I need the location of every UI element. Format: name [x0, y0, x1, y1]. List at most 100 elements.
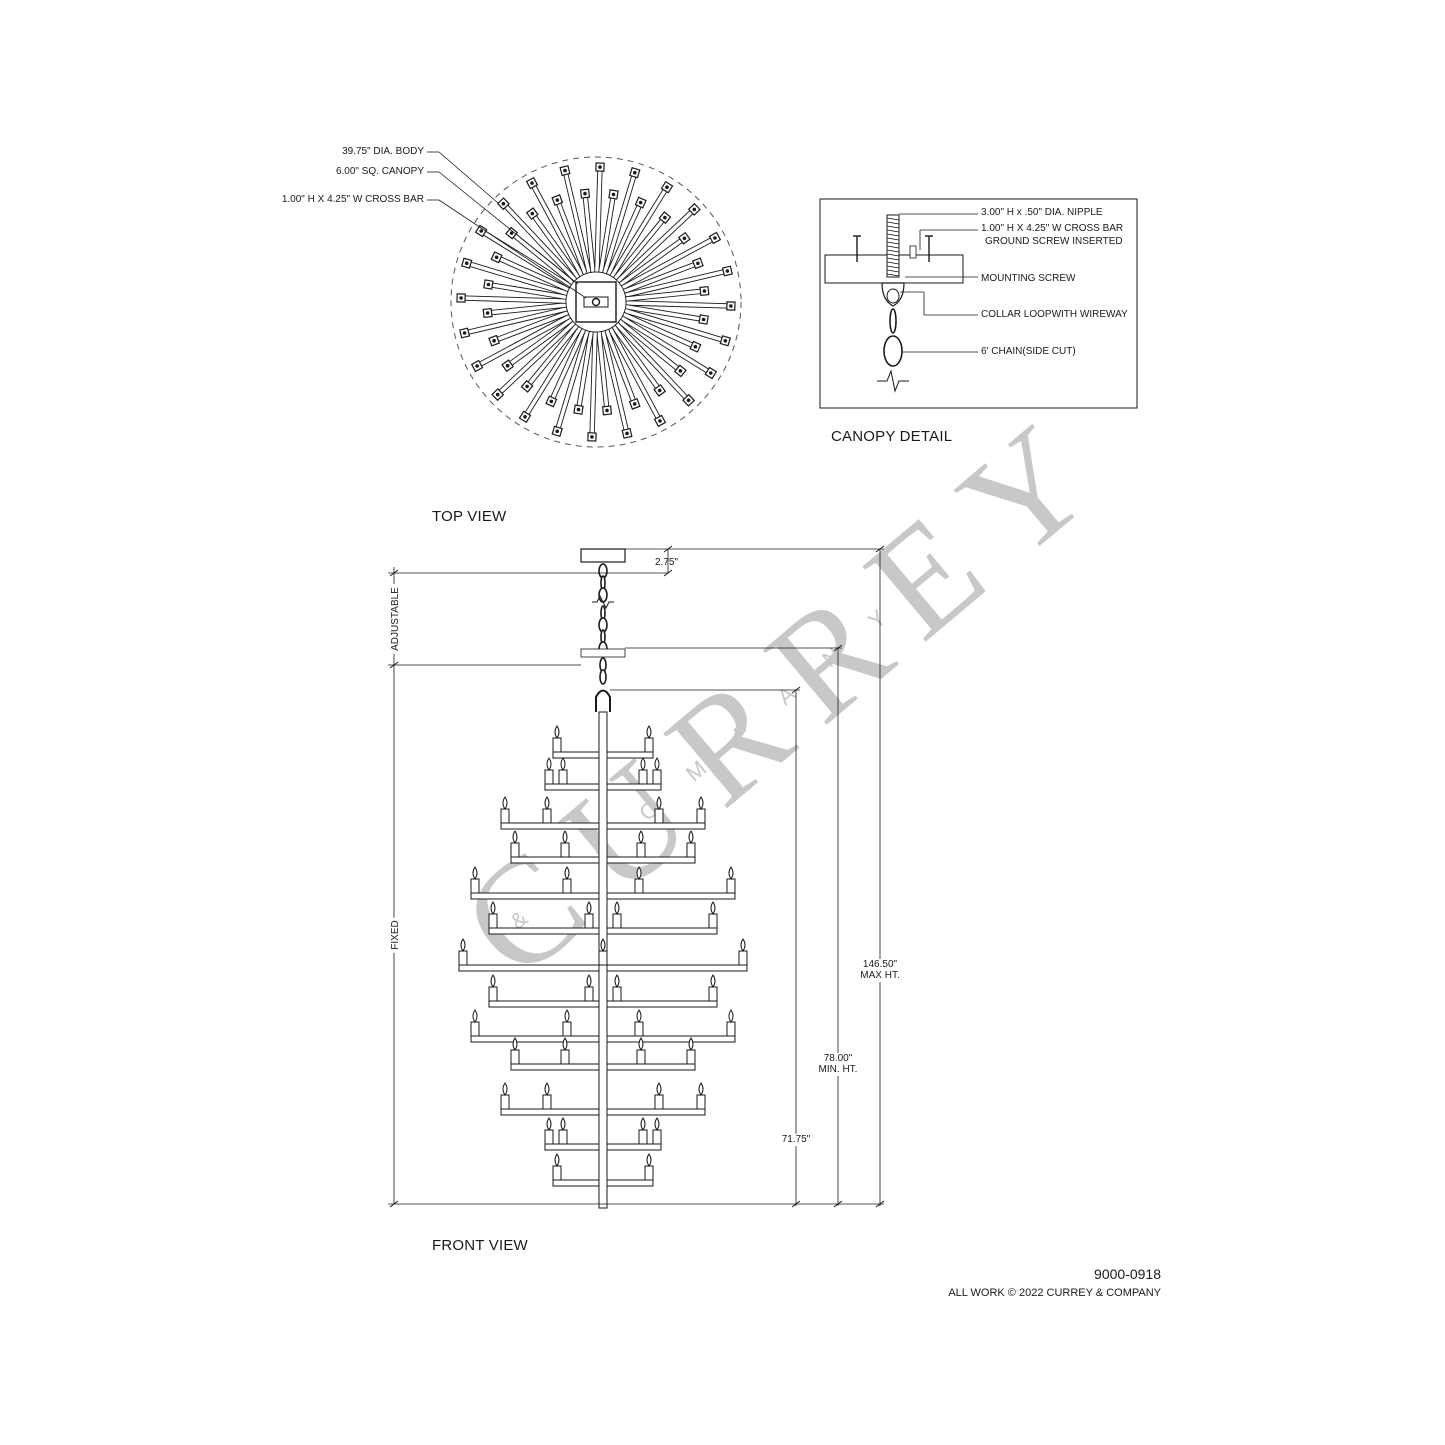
tier-bar-right — [606, 964, 748, 972]
leader-line — [438, 151, 499, 204]
tier-bar-left — [488, 927, 600, 935]
candle-socket — [563, 168, 567, 173]
candle-sleeve — [542, 1094, 552, 1110]
candle-bulb — [512, 830, 518, 844]
candle-socket — [625, 431, 629, 436]
collar-eye — [886, 288, 900, 304]
candle-sleeve — [542, 808, 552, 824]
label-collar-loop: COLLAR LOOPWITH WIREWAY — [981, 309, 1128, 320]
candle-socket — [530, 181, 534, 185]
candle-socket — [663, 215, 667, 220]
canopy-detail-drawing — [819, 198, 1138, 409]
candle-sleeve — [558, 1129, 568, 1145]
tier-bar-left — [470, 892, 600, 900]
candle-socket — [590, 435, 594, 439]
dimension-tick — [833, 644, 843, 652]
candle-sleeve — [562, 1021, 572, 1037]
candle-socket — [725, 269, 730, 273]
tier-bar-right — [606, 1035, 736, 1043]
top-view-drawing — [427, 151, 742, 448]
candle-socket — [459, 296, 463, 300]
candle-sleeve — [488, 913, 498, 929]
candle-sleeve — [644, 1165, 654, 1181]
front-view-title: FRONT VIEW — [432, 1237, 528, 1254]
candle-sleeve — [584, 913, 594, 929]
label-crossbar-detail: 1.00" H X 4.25" W CROSS BAR — [981, 223, 1124, 234]
hex-nut — [909, 245, 917, 259]
dimension-tick — [389, 569, 399, 577]
candle-sleeve — [470, 1021, 480, 1037]
candle-socket — [549, 399, 554, 404]
candle-socket — [462, 331, 467, 335]
candle-sleeve — [726, 878, 736, 894]
candle-sleeve — [552, 1165, 562, 1181]
candle-socket — [530, 211, 535, 216]
top-view-title: TOP VIEW — [432, 508, 507, 525]
candle-bulb — [512, 1037, 518, 1051]
candle-bulb — [544, 796, 550, 810]
nipple-thread — [886, 245, 900, 249]
candle-socket — [702, 289, 707, 293]
candle-bulb — [646, 1153, 652, 1167]
collar-loop — [881, 282, 905, 307]
candle-socket — [658, 419, 662, 423]
label-canopy-height: 2.75" — [655, 557, 679, 568]
candle-bulb — [460, 938, 466, 952]
candle-socket — [486, 282, 491, 287]
candle-socket — [729, 304, 733, 308]
candle-sleeve — [500, 808, 510, 824]
nipple-thread — [886, 217, 900, 221]
candle-socket — [692, 207, 697, 212]
nipple-thread — [886, 233, 900, 237]
candle-sleeve — [458, 950, 468, 966]
candle-socket — [701, 317, 706, 322]
candle-bulb — [564, 1009, 570, 1023]
nipple-thread — [886, 237, 900, 241]
tier-bar-right — [606, 1108, 706, 1116]
candle-sleeve — [612, 986, 622, 1002]
label-body-height: 71.75" — [781, 1134, 811, 1146]
tier-bar-right — [606, 927, 718, 935]
tier-bar-left — [470, 1035, 600, 1043]
dimension-tick — [663, 545, 673, 553]
candle-sleeve — [738, 950, 748, 966]
candle-socket — [525, 384, 529, 389]
tier-bar-left — [544, 1143, 600, 1151]
leader-line — [438, 199, 587, 299]
candle-socket — [485, 311, 490, 315]
dimension-tick — [389, 1200, 399, 1208]
tier-bar-right — [606, 783, 662, 791]
nipple-thread — [886, 249, 900, 253]
tier-bar-left — [488, 1000, 600, 1008]
candle-socket — [605, 408, 609, 413]
candle-sleeve — [634, 878, 644, 894]
candle-socket — [495, 392, 500, 397]
candle-socket — [611, 192, 616, 197]
dimension-tick — [875, 545, 885, 553]
candle-sleeve — [500, 1094, 510, 1110]
candle-bulb — [560, 1117, 566, 1131]
candle-sleeve — [560, 1049, 570, 1065]
tier-bar-left — [510, 856, 600, 864]
candle-bulb — [654, 757, 660, 771]
candle-bulb — [490, 901, 496, 915]
candle-bulb — [654, 1117, 660, 1131]
tier-bar-left — [552, 751, 600, 759]
leader-line — [438, 171, 579, 285]
candle-bulb — [560, 757, 566, 771]
candle-socket — [555, 429, 559, 434]
candle-socket — [696, 261, 700, 266]
candle-socket — [576, 407, 581, 412]
candle-socket — [638, 200, 643, 205]
candle-bulb — [638, 1037, 644, 1051]
candle-socket — [464, 261, 469, 266]
candle-sleeve — [708, 986, 718, 1002]
canopy-detail-title: CANOPY DETAIL — [831, 428, 953, 445]
chain-link — [883, 335, 903, 367]
dimension-tick — [833, 1200, 843, 1208]
label-min-height: MIN. HT. — [818, 1064, 858, 1076]
candle-bulb — [600, 938, 606, 952]
candle-bulb — [710, 974, 716, 988]
candle-socket — [632, 402, 637, 406]
